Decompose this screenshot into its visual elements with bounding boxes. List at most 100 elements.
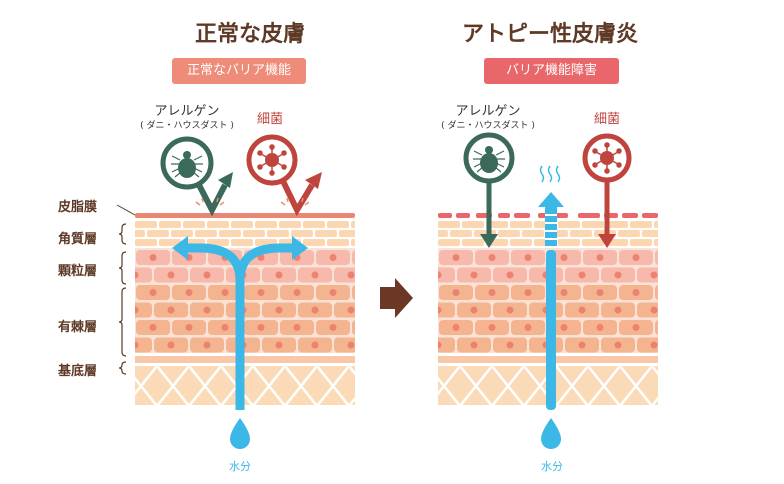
horny-cell: [510, 239, 532, 246]
sebum-flake: [588, 206, 618, 209]
cell-nucleus: [329, 324, 337, 331]
layer-label-spinous: 有棘層: [58, 320, 98, 335]
horny-cell: [135, 230, 145, 237]
cell-nucleus: [596, 254, 604, 261]
spinous-cell: [352, 285, 355, 300]
left-allergen-label: アレルゲン: [154, 104, 220, 119]
horny-cell: [195, 230, 217, 237]
cell-nucleus: [329, 289, 337, 296]
cell-nucleus: [506, 341, 514, 349]
cell-nucleus: [560, 254, 568, 261]
cell-nucleus: [203, 306, 211, 314]
cell-nucleus: [614, 341, 622, 349]
dermis-fibers: [438, 365, 658, 405]
spinous-cell: [334, 302, 355, 318]
spinous-cell: [655, 285, 658, 300]
cell-nucleus: [470, 271, 478, 279]
cell-nucleus: [524, 254, 532, 261]
horny-cell: [642, 230, 658, 237]
horny-cell: [558, 221, 580, 228]
cell-nucleus: [560, 324, 568, 331]
horny-cell: [630, 239, 652, 246]
cell-nucleus: [632, 289, 640, 296]
cell-nucleus: [275, 271, 283, 279]
cell-nucleus: [614, 271, 622, 279]
cell-nucleus: [257, 324, 265, 331]
virus-icon: [257, 144, 287, 176]
spinous-cell: [438, 302, 455, 318]
horny-cell: [171, 230, 193, 237]
horny-cell: [582, 221, 604, 228]
horny-cell: [462, 239, 484, 246]
horny-cell: [231, 221, 253, 228]
horny-cell: [255, 221, 277, 228]
cell-nucleus: [366, 289, 373, 296]
impact-marks: [195, 197, 310, 206]
cell-nucleus: [452, 289, 460, 296]
cell-nucleus: [669, 289, 676, 296]
cell-nucleus: [185, 289, 193, 296]
horny-cell: [351, 221, 355, 228]
cell-nucleus: [438, 271, 442, 279]
cell-nucleus: [275, 306, 283, 314]
left-bacteria-icon: [246, 134, 322, 217]
broken-sebum-segment: [456, 213, 470, 218]
horny-cell: [654, 221, 658, 228]
cell-nucleus: [221, 324, 229, 331]
left-allergen-icon: [160, 136, 233, 217]
granular-cell: [135, 267, 152, 283]
cell-nucleus: [506, 306, 514, 314]
horny-cell: [498, 230, 520, 237]
mite-icon: [171, 151, 203, 178]
horny-cell: [606, 221, 628, 228]
cell-nucleus: [596, 289, 604, 296]
cell-nucleus: [149, 324, 157, 331]
right-water-label: 水分: [541, 460, 563, 473]
cell-nucleus: [167, 341, 175, 349]
cell-nucleus: [311, 271, 319, 279]
left-water-arrow-left: [172, 236, 188, 260]
horny-cell: [135, 221, 157, 228]
cell-nucleus: [632, 254, 640, 261]
spinous-cell: [655, 320, 658, 335]
horny-cell: [219, 230, 241, 237]
cell-nucleus: [149, 254, 157, 261]
horny-cell: [558, 239, 580, 246]
horny-cell: [279, 221, 301, 228]
normal-skin-cross-section: [135, 213, 373, 405]
cell-nucleus: [135, 271, 139, 279]
cell-nucleus: [578, 306, 586, 314]
cell-nucleus: [347, 306, 355, 314]
evaporation-arrow-icon: [538, 192, 564, 207]
left-water-flow: [186, 243, 294, 410]
horny-cell: [327, 221, 349, 228]
cell-nucleus: [596, 324, 604, 331]
granular-cell: [655, 250, 658, 265]
bracket-granular: [118, 251, 127, 285]
atopic-skin-title: アトピー性皮膚炎: [461, 22, 638, 47]
cell-nucleus: [149, 289, 157, 296]
bracket-spinous: [118, 287, 127, 357]
cell-nucleus: [650, 271, 658, 279]
layer-label-sebum: 皮脂膜: [58, 200, 98, 215]
cell-nucleus: [578, 271, 586, 279]
cell-nucleus: [488, 324, 496, 331]
cell-nucleus: [135, 341, 139, 349]
broken-sebum-segment: [578, 213, 600, 218]
cell-nucleus: [203, 341, 211, 349]
layer-label-granular: 顆粒層: [58, 264, 98, 279]
cell-nucleus: [669, 324, 676, 331]
normal-skin-title: 正常な皮膚: [194, 22, 305, 47]
cell-nucleus: [366, 324, 373, 331]
layer-brackets: [118, 223, 127, 375]
spinous-cell: [438, 337, 455, 353]
right-allergen-icon: [463, 132, 515, 248]
cell-nucleus: [311, 341, 319, 349]
cell-nucleus: [506, 271, 514, 279]
left-water-arrow-right: [292, 236, 308, 260]
left-allergen-sublabel: ( ダニ・ハウスダスト ): [140, 121, 234, 131]
horny-cell: [243, 230, 265, 237]
horny-cell: [351, 239, 355, 246]
granular-cell: [352, 250, 355, 265]
